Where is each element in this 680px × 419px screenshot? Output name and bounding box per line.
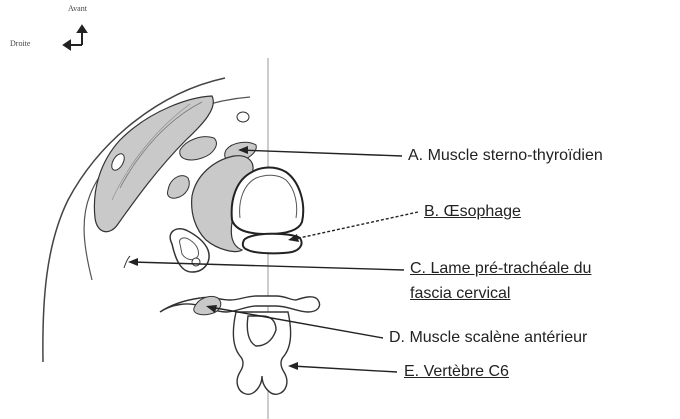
label-d: D. Muscle scalène antérieur [389,328,587,348]
oesophagus [243,234,302,254]
orientation-arrow-icon [64,26,86,49]
leader-line-e [292,366,397,372]
label-c-line2: fascia cervical [410,284,510,304]
arrow-head-e [288,362,298,370]
leader-line-b [290,212,418,240]
arrow-head-c [128,258,138,266]
label-c-line1: C. Lame pré-trachéale du [410,259,591,279]
label-b: B. Œsophage [424,202,521,222]
label-a: A. Muscle sterno-thyroïdien [408,146,603,166]
leader-line-a [240,150,402,156]
carotid-sheath [167,176,189,199]
small-node [237,112,249,122]
vertebra-c6 [160,296,320,394]
label-e: E. Vertèbre C6 [404,362,509,382]
